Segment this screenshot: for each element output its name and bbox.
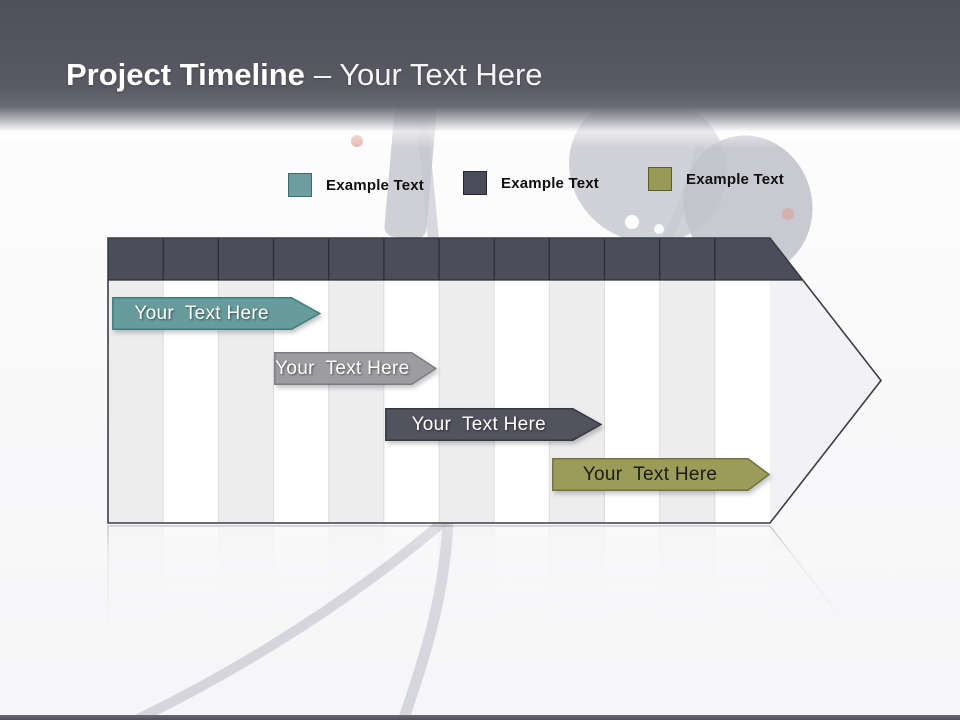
big-arrow-outline	[107, 237, 883, 524]
legend-item-2: Example Text	[463, 171, 599, 195]
legend-swatch-slate	[463, 171, 487, 195]
legend-item-3: Example Text	[648, 167, 784, 191]
timeline-bar-3: Your Text Here	[384, 408, 602, 441]
slide-title-main: Project Timeline	[66, 57, 305, 92]
big-arrow-outline	[107, 525, 883, 720]
timeline-arrow-graphic	[107, 525, 883, 720]
month-header-separators	[108, 238, 803, 281]
bottom-accent-bar	[0, 715, 960, 720]
slide-title: Project Timeline– Your Text Here	[66, 57, 543, 93]
timeline-bar-label: Your Text Here	[134, 303, 269, 324]
legend-item-1: Example Text	[288, 173, 424, 197]
month-column-stripes	[108, 526, 770, 720]
timeline-bar-label: Your Text Here	[582, 464, 718, 485]
legend-label: Example Text	[686, 170, 784, 188]
timeline-bar-label: Your Text Here	[411, 414, 546, 435]
timeline-reflection	[107, 525, 883, 720]
column-separators	[162, 526, 716, 720]
legend-swatch-teal	[288, 173, 312, 197]
big-arrow-shape	[108, 526, 881, 720]
legend-label: Example Text	[501, 174, 599, 192]
slide-title-sub: – Your Text Here	[313, 57, 543, 92]
month-header-band	[108, 238, 803, 280]
timeline-bar-1: Your Text Here	[111, 297, 321, 330]
timeline-bar-label: Your Text Here	[275, 358, 410, 379]
legend-swatch-olive	[648, 167, 672, 191]
timeline-bar-4: Your Text Here	[552, 458, 771, 491]
title-band: Project Timeline– Your Text Here	[0, 0, 960, 148]
timeline-bar-2: Your Text Here	[273, 352, 437, 385]
legend-label: Example Text	[326, 176, 424, 194]
